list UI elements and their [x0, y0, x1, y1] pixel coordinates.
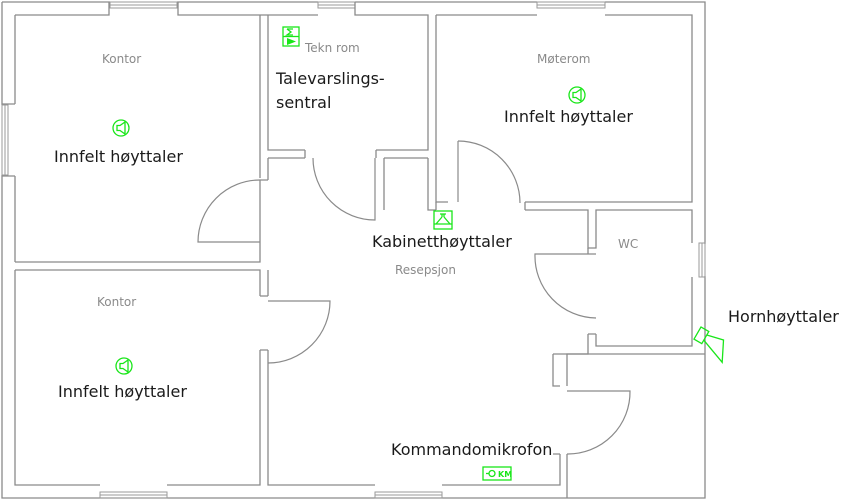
command-microphone-icon[interactable]: KM [482, 466, 512, 481]
device-label-command-mic: Kommandomikrofon [391, 440, 552, 459]
windows [1, 1, 706, 499]
command-mic-badge: KM [498, 470, 512, 479]
cabinet-speaker-icon[interactable] [433, 210, 453, 230]
device-label-central-line1: Talevarslings- [275, 69, 385, 88]
horn-speaker-icon[interactable] [691, 326, 732, 365]
room-label-kontor-1: Kontor [102, 52, 141, 66]
interior-walls [14, 2, 705, 498]
device-label-horn-speaker: Hornhøyttaler [728, 307, 839, 326]
doors [197, 140, 631, 455]
recessed-speaker-icon[interactable] [115, 357, 133, 375]
device-label-central-line2: sentral [276, 93, 331, 112]
device-label-cabinet-speaker: Kabinetthøyttaler [372, 232, 512, 251]
recessed-speaker-icon[interactable] [112, 119, 130, 137]
room-label-tekn-rom: Tekn rom [304, 41, 360, 55]
room-labels: Kontor Tekn rom Møterom WC Resepsjon Kon… [97, 41, 638, 309]
room-label-moterom: Møterom [537, 52, 590, 66]
recessed-speaker-icon[interactable] [568, 86, 586, 104]
device-label-speaker-kontor-2: Innfelt høyttaler [58, 382, 187, 401]
room-label-wc: WC [618, 237, 638, 251]
voice-alarm-central-icon[interactable] [282, 26, 300, 47]
device-labels: Innfelt høyttaler Talevarslings- sentral… [54, 69, 839, 459]
room-label-kontor-2: Kontor [97, 295, 136, 309]
device-label-speaker-moterom: Innfelt høyttaler [504, 107, 633, 126]
outer-walls [1, 1, 706, 499]
room-label-resepsjon: Resepsjon [395, 263, 456, 277]
device-label-speaker-kontor-1: Innfelt høyttaler [54, 147, 183, 166]
